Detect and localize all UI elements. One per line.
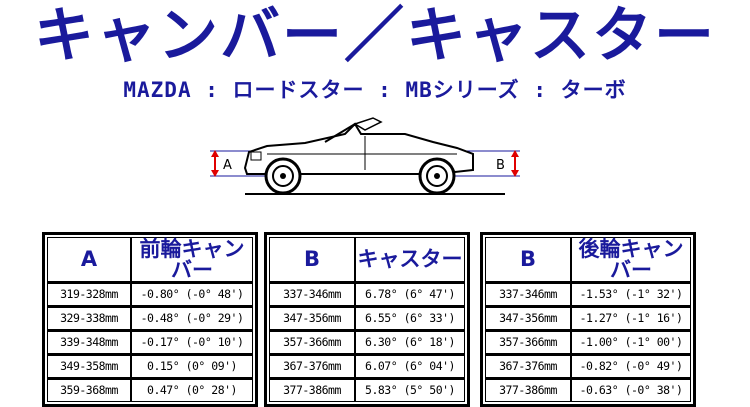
height-range: 347-356mm [485, 306, 571, 330]
label-b: B [496, 158, 505, 173]
column-header-rear-camber: 後輪キャンバー [571, 237, 691, 282]
table-row: 339-348mm-0.17° (-0° 10') [47, 330, 253, 354]
height-range: 367-376mm [269, 354, 355, 378]
camber-value: 0.15° (0° 09') [131, 354, 253, 378]
label-a: A [223, 158, 232, 173]
height-range: 357-366mm [485, 330, 571, 354]
height-range: 359-368mm [47, 378, 131, 402]
column-header-b: B [485, 237, 571, 282]
height-range: 377-386mm [485, 378, 571, 402]
caster-value: 6.30° (6° 18') [355, 330, 465, 354]
camber-value: -1.00° (-1° 00') [571, 330, 691, 354]
caster-value: 6.55° (6° 33') [355, 306, 465, 330]
table-row: 319-328mm-0.80° (-0° 48') [47, 282, 253, 306]
height-range: 337-346mm [485, 282, 571, 306]
camber-value: -1.53° (-1° 32') [571, 282, 691, 306]
rear-height-arrow [511, 150, 519, 177]
page-title: キャンバー／キャスター [34, 1, 716, 71]
rear-camber-table: B 後輪キャンバー 337-346mm-1.53° (-1° 32') 347-… [480, 232, 696, 407]
front-camber-table: A 前輪キャンバー 319-328mm-0.80° (-0° 48') 329-… [42, 232, 258, 407]
car-diagram: A B [210, 117, 520, 195]
height-range: 367-376mm [485, 354, 571, 378]
column-header-caster: キャスター [355, 237, 465, 282]
front-wheel [264, 157, 302, 195]
height-range: 349-358mm [47, 354, 131, 378]
camber-value: -0.80° (-0° 48') [131, 282, 253, 306]
height-range: 329-338mm [47, 306, 131, 330]
height-range: 347-356mm [269, 306, 355, 330]
table-row: 347-356mm-1.27° (-1° 16') [485, 306, 691, 330]
camber-value: -1.27° (-1° 16') [571, 306, 691, 330]
table-row: 367-376mm-0.82° (-0° 49') [485, 354, 691, 378]
table-row: 329-338mm-0.48° (-0° 29') [47, 306, 253, 330]
camber-value: -0.17° (-0° 10') [131, 330, 253, 354]
camber-value: -0.48° (-0° 29') [131, 306, 253, 330]
table-row: 357-366mm-1.00° (-1° 00') [485, 330, 691, 354]
headlight [250, 151, 262, 161]
camber-value: 0.47° (0° 28') [131, 378, 253, 402]
height-range: 377-386mm [269, 378, 355, 402]
column-header-b: B [269, 237, 355, 282]
windshield [324, 123, 356, 143]
vehicle-subtitle: MAZDA : ロードスター : MBシリーズ : ターボ [123, 78, 627, 102]
rear-wheel [418, 157, 456, 195]
column-header-a: A [47, 237, 131, 282]
height-range: 319-328mm [47, 282, 131, 306]
table-row: 337-346mm-1.53° (-1° 32') [485, 282, 691, 306]
caster-value: 6.07° (6° 04') [355, 354, 465, 378]
front-height-arrow [211, 150, 219, 177]
camber-value: -0.63° (-0° 38') [571, 378, 691, 402]
folded-top [353, 117, 383, 131]
caster-value: 6.78° (6° 47') [355, 282, 465, 306]
height-range: 357-366mm [269, 330, 355, 354]
caster-value: 5.83° (5° 50') [355, 378, 465, 402]
table-row: 377-386mm-0.63° (-0° 38') [485, 378, 691, 402]
height-range: 339-348mm [47, 330, 131, 354]
column-header-front-camber: 前輪キャンバー [131, 237, 253, 282]
camber-value: -0.82° (-0° 49') [571, 354, 691, 378]
height-range: 337-346mm [269, 282, 355, 306]
